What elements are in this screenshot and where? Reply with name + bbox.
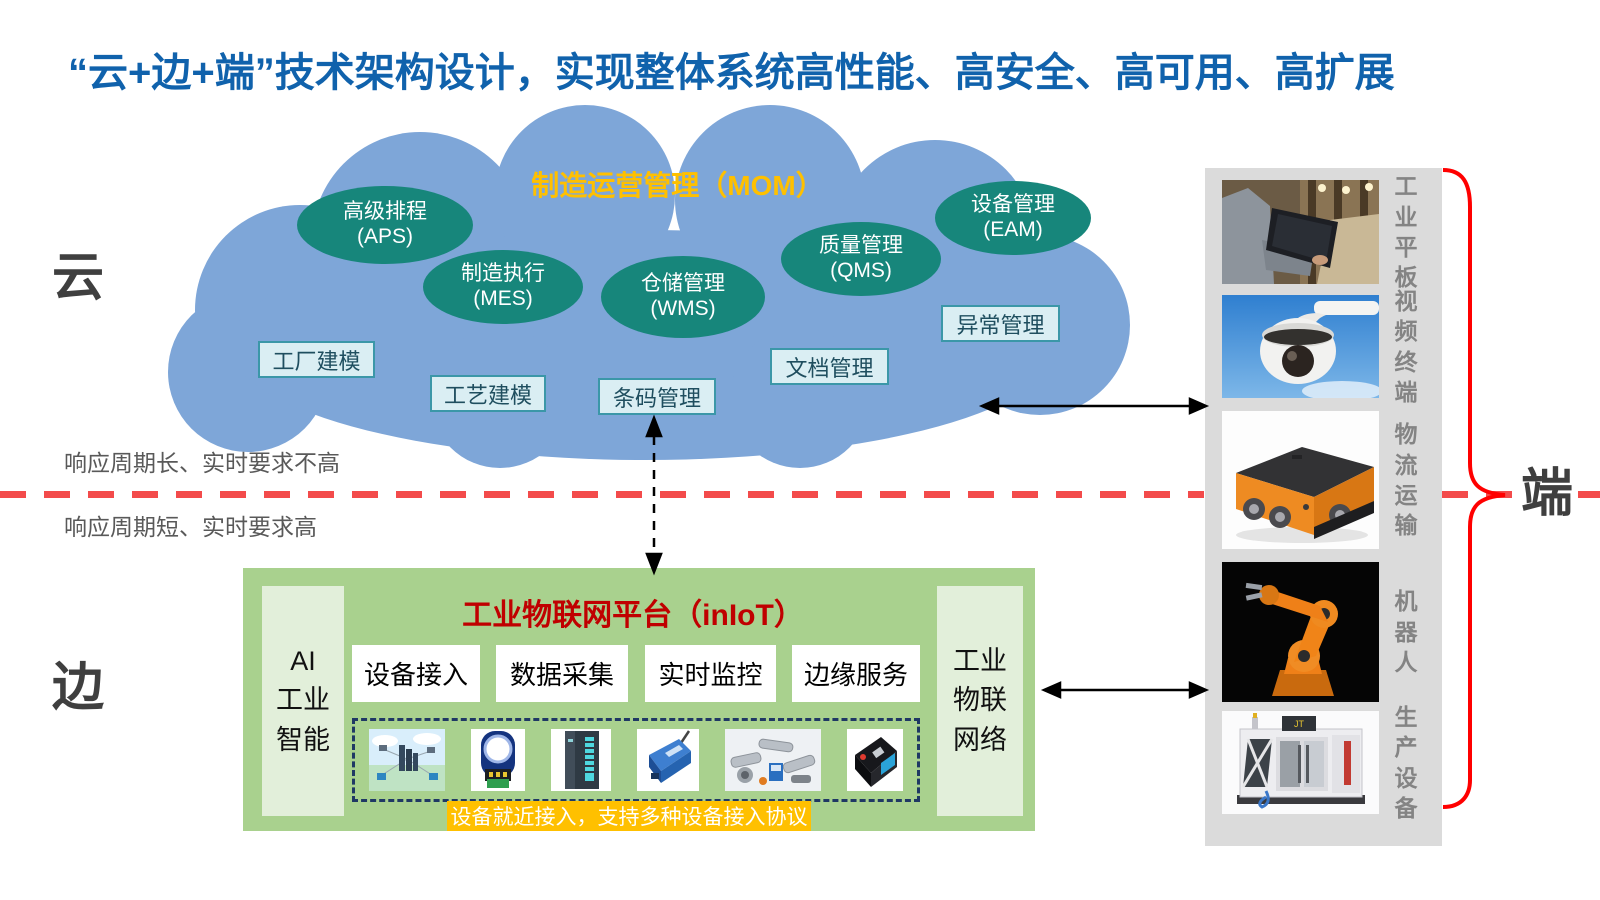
terminal-row-machine: JT 生产设备 (1205, 704, 1442, 821)
mom-module-wms-abbr: (WMS) (650, 297, 716, 320)
robot-arm-photo (1222, 562, 1379, 702)
ring-sensor-icon (471, 729, 525, 791)
net-column-line1: 工业 (953, 646, 1007, 677)
mom-module-mes-abbr: (MES) (473, 287, 533, 310)
mom-module-mes: 制造执行 (MES) (423, 250, 583, 324)
terminal-label-industrial-tablet: 工业平板 (1394, 173, 1418, 291)
terminal-row-agv: 物流运输 (1205, 411, 1442, 549)
mom-module-qms-name: 质量管理 (819, 234, 903, 258)
mom-module-qms: 质量管理 (QMS) (781, 222, 941, 296)
cnc-machine-photo: JT (1222, 711, 1379, 814)
industrial-tablet-photo (1222, 180, 1379, 284)
terminal-label-video-terminal: 视频终端 (1394, 287, 1418, 405)
mom-tag-factory-modeling: 工厂建模 (258, 341, 375, 378)
service-device-access: 设备接入 (352, 645, 480, 702)
photo-sensor-icon (847, 729, 903, 791)
sensor-kit-icon (725, 729, 821, 791)
plc-module-icon (551, 729, 611, 791)
layer-label-terminal: 端 (1516, 466, 1579, 522)
ai-column-line1: AI (290, 646, 316, 677)
mom-module-aps-abbr: (APS) (356, 225, 413, 248)
mom-tag-exception-management: 异常管理 (941, 305, 1060, 342)
service-realtime-monitoring: 实时监控 (645, 645, 776, 702)
net-column-line3: 网络 (953, 724, 1007, 755)
device-access-dashed-zone (352, 718, 920, 802)
iiot-platform-title: 工业物联网平台（inIoT） (462, 599, 804, 632)
net-column-line2: 物联 (953, 685, 1007, 716)
industrial-iot-network-column: 工业 物联 网络 (937, 586, 1023, 816)
mom-module-wms-name: 仓储管理 (641, 272, 725, 296)
terminal-row-robot: 机器人 (1205, 562, 1442, 702)
agv-photo (1222, 411, 1379, 549)
mom-module-aps: 高级排程 (APS) (297, 186, 473, 264)
terminal-label-logistics-transport: 物流运输 (1394, 421, 1418, 539)
terminal-brace (1442, 168, 1506, 809)
mom-module-mes-name: 制造执行 (461, 262, 545, 286)
mom-module-qms-abbr: (QMS) (830, 259, 892, 282)
mom-module-wms: 仓储管理 (WMS) (601, 256, 765, 338)
mom-tag-barcode-management: 条码管理 (598, 378, 716, 415)
service-edge-services: 边缘服务 (792, 645, 920, 702)
mom-tag-process-modeling: 工艺建模 (430, 375, 546, 412)
mom-module-aps-name: 高级排程 (343, 200, 427, 224)
terminal-strip: 工业平板 视频终端 (1205, 168, 1442, 846)
device-access-banner: 设备就近接入，支持多种设备接入协议 (447, 801, 811, 831)
layer-label-edge: 边 (52, 659, 105, 717)
dome-camera-photo (1222, 295, 1379, 398)
mom-module-eam-name: 设备管理 (971, 193, 1055, 217)
terminal-label-robot: 机器人 (1394, 588, 1418, 676)
svg-text:JT: JT (1294, 719, 1305, 729)
service-data-collection: 数据采集 (496, 645, 628, 702)
ai-industrial-intelligence-column: AI 工业 智能 (262, 586, 344, 816)
terminal-row-tablet: 工业平板 (1205, 173, 1442, 290)
layer-label-cloud: 云 (52, 249, 105, 307)
mom-tag-document-management: 文档管理 (770, 348, 889, 385)
ai-column-line2: 工业 (276, 685, 330, 716)
page-title: “云+边+端”技术架构设计，实现整体系统高性能、高安全、高可用、高扩展 (68, 51, 1395, 95)
mom-module-eam: 设备管理 (EAM) (935, 181, 1091, 255)
red-dashed-divider-left (0, 491, 1204, 498)
dtu-gateway-icon (637, 729, 699, 791)
terminal-label-production-equipment: 生产设备 (1394, 703, 1418, 821)
cloud-network-icon (369, 729, 445, 791)
mom-title: 制造运营管理（MOM） (531, 170, 824, 201)
mom-module-eam-abbr: (EAM) (983, 218, 1043, 241)
divider-note-above: 响应周期长、实时要求不高 (64, 450, 340, 476)
ai-column-line3: 智能 (276, 724, 330, 755)
divider-note-below: 响应周期短、实时要求高 (64, 514, 317, 540)
iiot-platform-box: 工业物联网平台（inIoT） AI 工业 智能 工业 物联 网络 设备接入 数据… (243, 568, 1035, 831)
terminal-row-camera: 视频终端 (1205, 288, 1442, 405)
